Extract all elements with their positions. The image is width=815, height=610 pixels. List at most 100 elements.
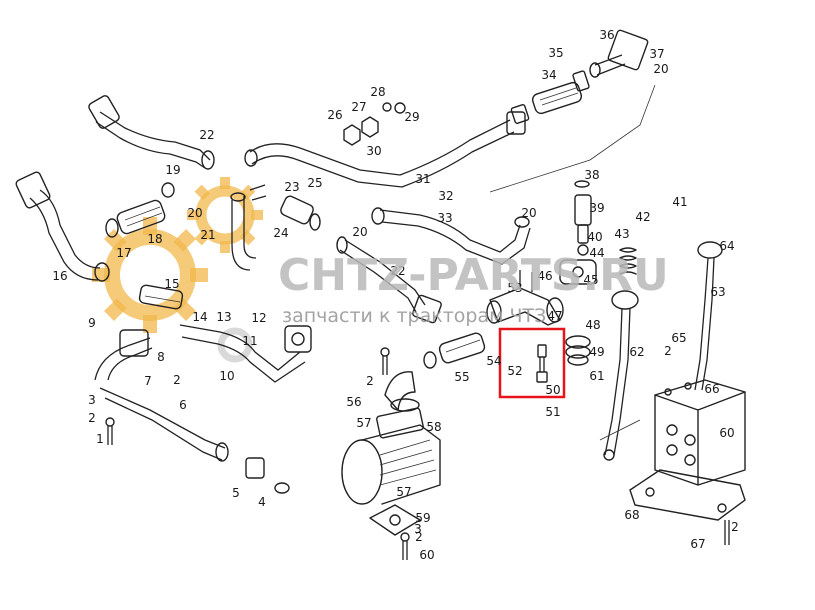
callout-18: 18 bbox=[147, 232, 162, 246]
flange-46 bbox=[559, 259, 597, 285]
hose-18 bbox=[105, 182, 175, 238]
callout-13: 13 bbox=[216, 310, 231, 324]
levers-61-64 bbox=[603, 241, 723, 461]
callout-12: 12 bbox=[251, 311, 266, 325]
callout-61: 61 bbox=[589, 369, 604, 383]
fitting-5 bbox=[245, 457, 290, 494]
callout-3-dup4: 3 bbox=[414, 522, 422, 536]
callout-25: 25 bbox=[307, 176, 322, 190]
callout-3: 3 bbox=[88, 393, 96, 407]
callout-37: 37 bbox=[649, 47, 664, 61]
callout-44: 44 bbox=[589, 246, 604, 260]
callout-7: 7 bbox=[144, 374, 152, 388]
flange-59 bbox=[369, 504, 421, 536]
nuts-26-29 bbox=[343, 102, 406, 146]
callout-2-dup0: 2 bbox=[173, 373, 181, 387]
callout-6: 6 bbox=[179, 398, 187, 412]
callout-57-dup10: 57 bbox=[396, 485, 411, 499]
seal-49 bbox=[565, 335, 591, 366]
pipe-25 bbox=[244, 111, 526, 188]
callout-16: 16 bbox=[52, 269, 67, 283]
callout-22-dup9: 22 bbox=[390, 264, 405, 278]
pipe-16 bbox=[15, 171, 110, 282]
callout-52: 52 bbox=[507, 364, 522, 378]
callout-63: 63 bbox=[710, 285, 725, 299]
elbow-56 bbox=[384, 371, 420, 412]
callout-31: 31 bbox=[415, 172, 430, 186]
watermark-title: CHTZ-PARTS.RU bbox=[278, 250, 669, 301]
callout-2-dup3: 2 bbox=[731, 520, 739, 534]
callout-51: 51 bbox=[545, 405, 560, 419]
callout-42: 42 bbox=[635, 210, 650, 224]
callout-49: 49 bbox=[589, 345, 604, 359]
tee-53 bbox=[486, 270, 564, 326]
callout-60: 60 bbox=[419, 548, 434, 562]
callout-17: 17 bbox=[116, 246, 131, 260]
pipe-21 bbox=[230, 184, 267, 271]
callout-8: 8 bbox=[157, 350, 165, 364]
callout-34: 34 bbox=[541, 68, 556, 82]
distributor-66 bbox=[654, 379, 746, 486]
pipe-33 bbox=[371, 207, 531, 265]
callout-21: 21 bbox=[200, 228, 215, 242]
callout-9: 9 bbox=[88, 316, 96, 330]
callout-20-dup7: 20 bbox=[352, 225, 367, 239]
callout-43: 43 bbox=[614, 227, 629, 241]
callout-45: 45 bbox=[583, 273, 598, 287]
pipe-22-middle bbox=[336, 236, 442, 324]
fitting-37 bbox=[589, 29, 649, 78]
callout-5: 5 bbox=[232, 486, 240, 500]
part-52-bolt bbox=[536, 344, 548, 383]
plunger-39 bbox=[574, 180, 592, 256]
callout-4: 4 bbox=[258, 495, 266, 509]
callout-36: 36 bbox=[599, 28, 614, 42]
pipe-22 bbox=[88, 95, 215, 170]
spring-43 bbox=[619, 247, 637, 275]
callout-67: 67 bbox=[690, 537, 705, 551]
callout-2-dup2: 2 bbox=[415, 530, 423, 544]
callout-23: 23 bbox=[284, 180, 299, 194]
callout-68: 68 bbox=[624, 508, 639, 522]
callout-14: 14 bbox=[192, 310, 207, 324]
callout-55: 55 bbox=[454, 370, 469, 384]
callout-66: 66 bbox=[704, 382, 719, 396]
callout-19: 19 bbox=[165, 163, 180, 177]
callout-29: 29 bbox=[404, 110, 419, 124]
hose-15 bbox=[138, 284, 184, 310]
callout-65: 65 bbox=[671, 331, 686, 345]
plate-68 bbox=[629, 469, 746, 521]
callout-57: 57 bbox=[356, 416, 371, 430]
callout-11: 11 bbox=[242, 334, 257, 348]
callout-62: 62 bbox=[629, 345, 644, 359]
callout-10: 10 bbox=[219, 369, 234, 383]
callout-56: 56 bbox=[346, 395, 361, 409]
callout-2: 2 bbox=[88, 411, 96, 425]
callout-60-dup11: 60 bbox=[719, 426, 734, 440]
callout-50: 50 bbox=[545, 383, 560, 397]
bolts bbox=[105, 347, 730, 560]
callout-48: 48 bbox=[585, 318, 600, 332]
hose-34 bbox=[510, 70, 590, 124]
callout-15: 15 bbox=[164, 277, 179, 291]
callout-33: 33 bbox=[437, 211, 452, 225]
callout-39: 39 bbox=[589, 201, 604, 215]
leader-lines bbox=[489, 84, 656, 441]
callout-22: 22 bbox=[199, 128, 214, 142]
watermark-gear-large-icon bbox=[92, 217, 208, 333]
pipe-6 bbox=[94, 329, 229, 462]
fitting-23-24 bbox=[280, 195, 321, 231]
callout-58: 58 bbox=[426, 420, 441, 434]
callout-2-dup1: 2 bbox=[664, 344, 672, 358]
callout-1: 1 bbox=[96, 432, 104, 446]
highlight-box bbox=[498, 327, 566, 399]
callout-53: 53 bbox=[507, 281, 522, 295]
callout-2-dup5: 2 bbox=[366, 374, 374, 388]
callout-26: 26 bbox=[327, 108, 342, 122]
callout-24: 24 bbox=[273, 226, 288, 240]
callout-59: 59 bbox=[415, 511, 430, 525]
callout-38: 38 bbox=[584, 168, 599, 182]
callout-54: 54 bbox=[486, 354, 501, 368]
callout-27: 27 bbox=[351, 100, 366, 114]
callout-64: 64 bbox=[719, 239, 734, 253]
